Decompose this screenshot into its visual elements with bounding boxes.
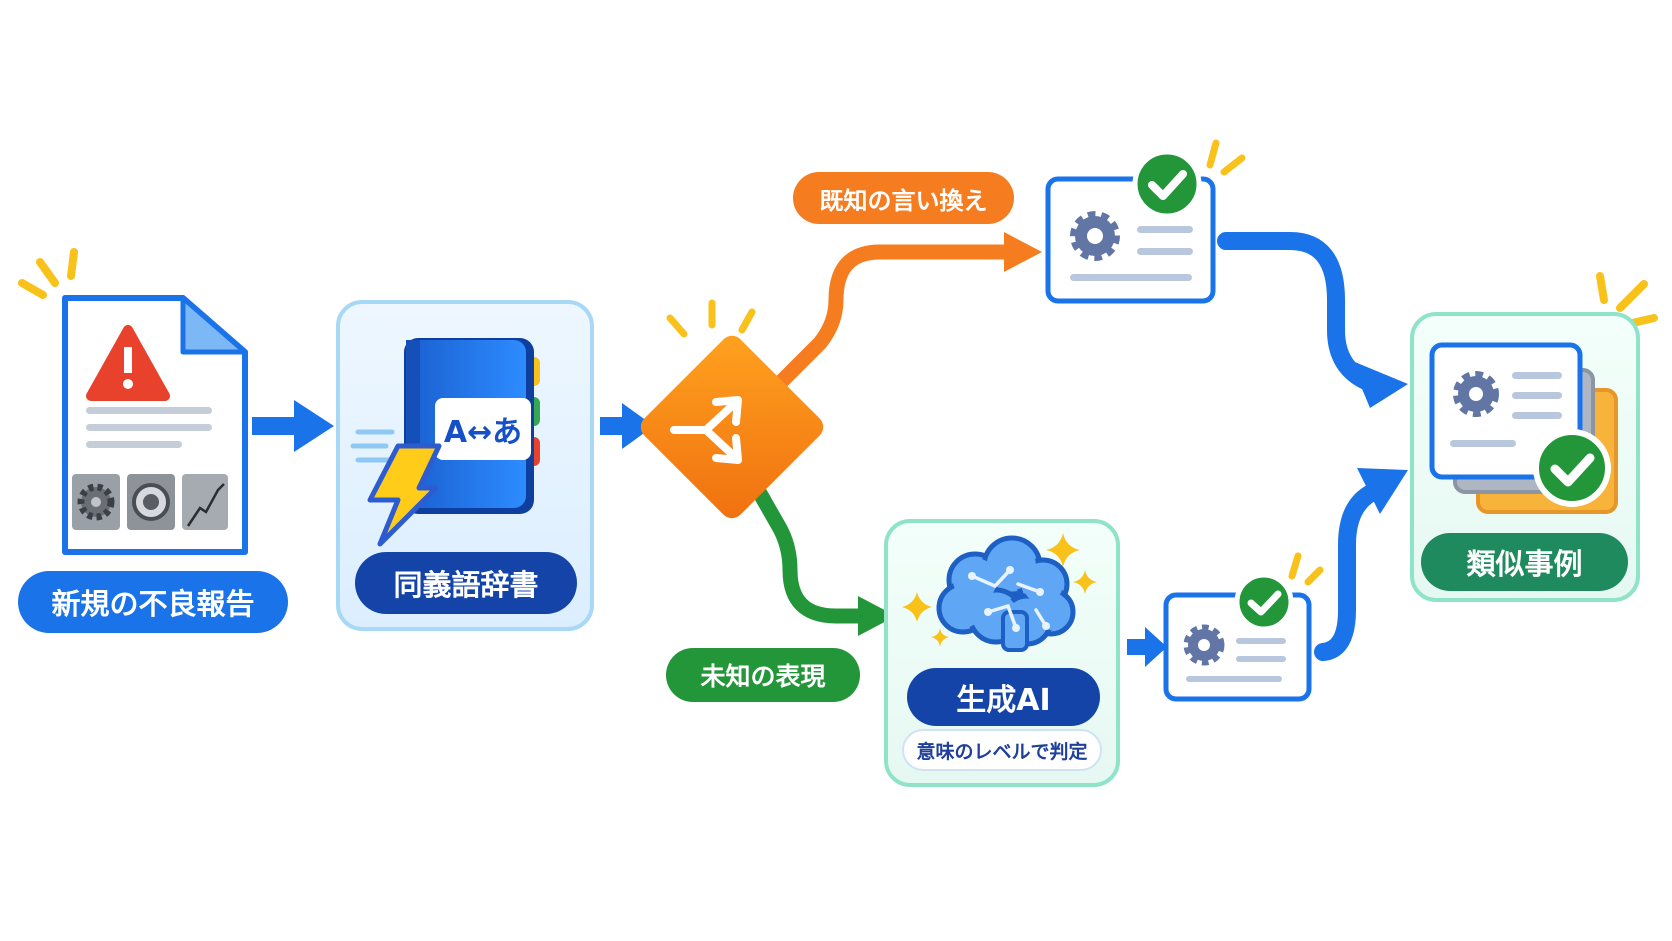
ai-result-card (1163, 552, 1324, 702)
arrow-report-to-dictionary (252, 400, 334, 452)
dictionary-node (336, 300, 594, 631)
gear-icon (1070, 211, 1120, 261)
known-branch-label: 既知の言い換え (793, 172, 1014, 224)
alert-sparks-icon (18, 248, 78, 299)
dictionary-icon-text: A↔あ (443, 415, 523, 450)
arrow-known-to-cases (1217, 232, 1408, 408)
generative-ai-label: 生成AI (907, 668, 1100, 726)
lightning-icon (367, 443, 442, 547)
generative-ai-sublabel: 意味のレベルで判定 (902, 729, 1102, 771)
branch-node (640, 299, 824, 519)
bearing-thumbnail-icon (127, 474, 175, 530)
document-icon (62, 295, 248, 555)
unknown-branch-label: 未知の表現 (666, 648, 860, 702)
similar-cases-node (1410, 272, 1658, 602)
gear-thumbnail-icon (72, 474, 120, 530)
arrow-unknown-path (750, 482, 896, 636)
check-icon (1132, 149, 1202, 219)
check-icon (1234, 572, 1294, 632)
motion-lines-icon (350, 429, 395, 463)
gear-icon (1183, 624, 1225, 666)
crack-thumbnail-icon (182, 474, 228, 530)
known-sparks-icon (1206, 139, 1246, 176)
arrow-unknown-to-cases (1314, 468, 1408, 661)
similar-cases-label: 類似事例 (1421, 533, 1628, 591)
arrow-ai-to-result (1127, 627, 1167, 667)
check-icon (1533, 429, 1611, 507)
new-report-node (18, 248, 248, 555)
brain-icon (936, 535, 1076, 652)
arrow-dictionary-to-branch (600, 403, 654, 449)
ai-result-sparks-icon (1288, 552, 1324, 586)
known-result-card (1045, 139, 1246, 304)
warning-icon (86, 325, 170, 401)
sparkle-icons (902, 533, 1097, 647)
dictionary-label: 同義語辞書 (355, 552, 577, 614)
new-report-label: 新規の不良報告 (18, 571, 288, 633)
branch-split-icon (670, 396, 742, 464)
branch-sparks-icon (666, 299, 756, 338)
dictionary-book-icon (350, 338, 540, 547)
gear-icon (1453, 371, 1499, 417)
arrow-known-path (769, 232, 1042, 394)
